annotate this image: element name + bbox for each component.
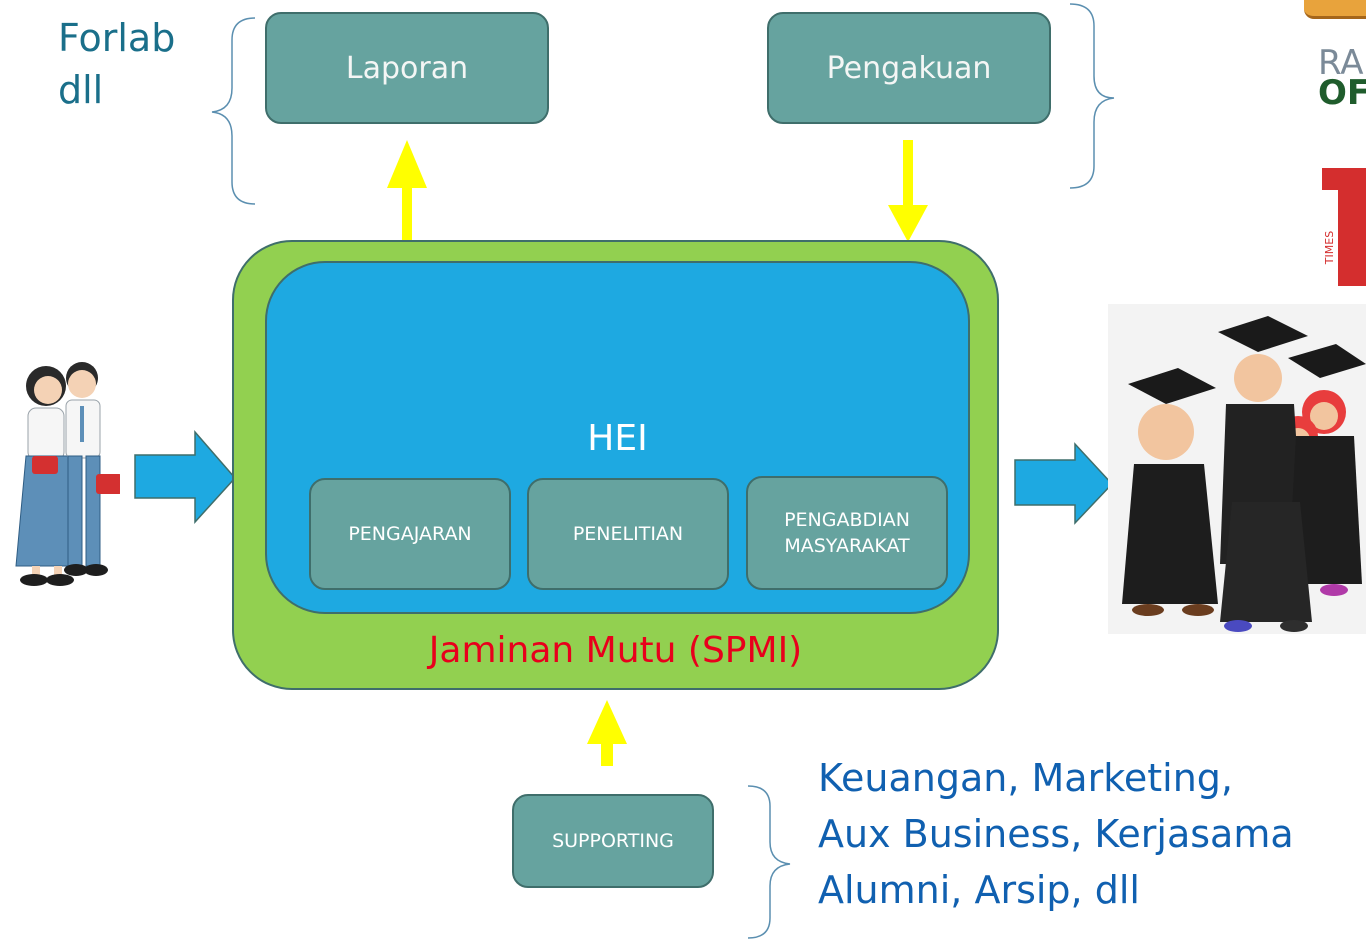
recognition-label: Pengakuan <box>826 50 992 86</box>
ranking-logo-2-text: RA <box>1318 48 1364 83</box>
ranking-logo-1-icon <box>1304 0 1366 19</box>
supporting-details: Keuangan, Marketing, Aux Business, Kerja… <box>818 750 1294 918</box>
function-label: PENELITIAN <box>572 523 684 545</box>
left-note: Forlab dll <box>58 12 175 116</box>
report-box: Laporan <box>265 12 549 124</box>
report-label: Laporan <box>345 50 469 86</box>
function-box-research: PENELITIAN <box>527 478 729 590</box>
supporting-label: SUPPORTING <box>552 830 674 852</box>
function-box-teaching: PENGAJARAN <box>309 478 511 590</box>
left-note-line: Forlab <box>58 16 176 60</box>
function-label: PENGAJARAN <box>348 523 472 545</box>
ranking-logo-2-text-2: OF <box>1318 73 1366 113</box>
arrow-down-pengakuan <box>888 140 928 242</box>
students-illustration <box>15 362 120 586</box>
ranking-logo-2-icon: RA OF <box>1318 48 1366 118</box>
supporting-detail-line: Alumni, Arsip, dll <box>818 868 1140 912</box>
supporting-detail-line: Aux Business, Kerjasama <box>818 812 1294 856</box>
supporting-detail-line: Keuangan, Marketing, <box>818 756 1233 800</box>
recognition-box: Pengakuan <box>767 12 1051 124</box>
hei-title: HEI <box>587 418 648 459</box>
function-box-community-service: PENGABDIAN MASYARAKAT <box>746 476 948 590</box>
supporting-box: SUPPORTING <box>512 794 714 888</box>
brace-left-top <box>211 17 256 205</box>
graduates-illustration <box>1108 304 1366 634</box>
brace-supporting <box>747 785 791 939</box>
arrow-up-laporan <box>387 140 427 240</box>
quality-assurance-label: Jaminan Mutu (SPMI) <box>428 630 803 671</box>
arrow-input <box>134 429 237 524</box>
function-label: PENGABDIAN MASYARAKAT <box>784 509 910 557</box>
brace-right-top <box>1069 3 1115 189</box>
arrow-up-supporting <box>587 700 627 766</box>
arrow-output <box>1014 442 1114 525</box>
times-logo-icon: TIMES <box>1322 168 1366 286</box>
times-logo-text: TIMES <box>1323 230 1337 264</box>
left-note-line: dll <box>58 68 104 112</box>
